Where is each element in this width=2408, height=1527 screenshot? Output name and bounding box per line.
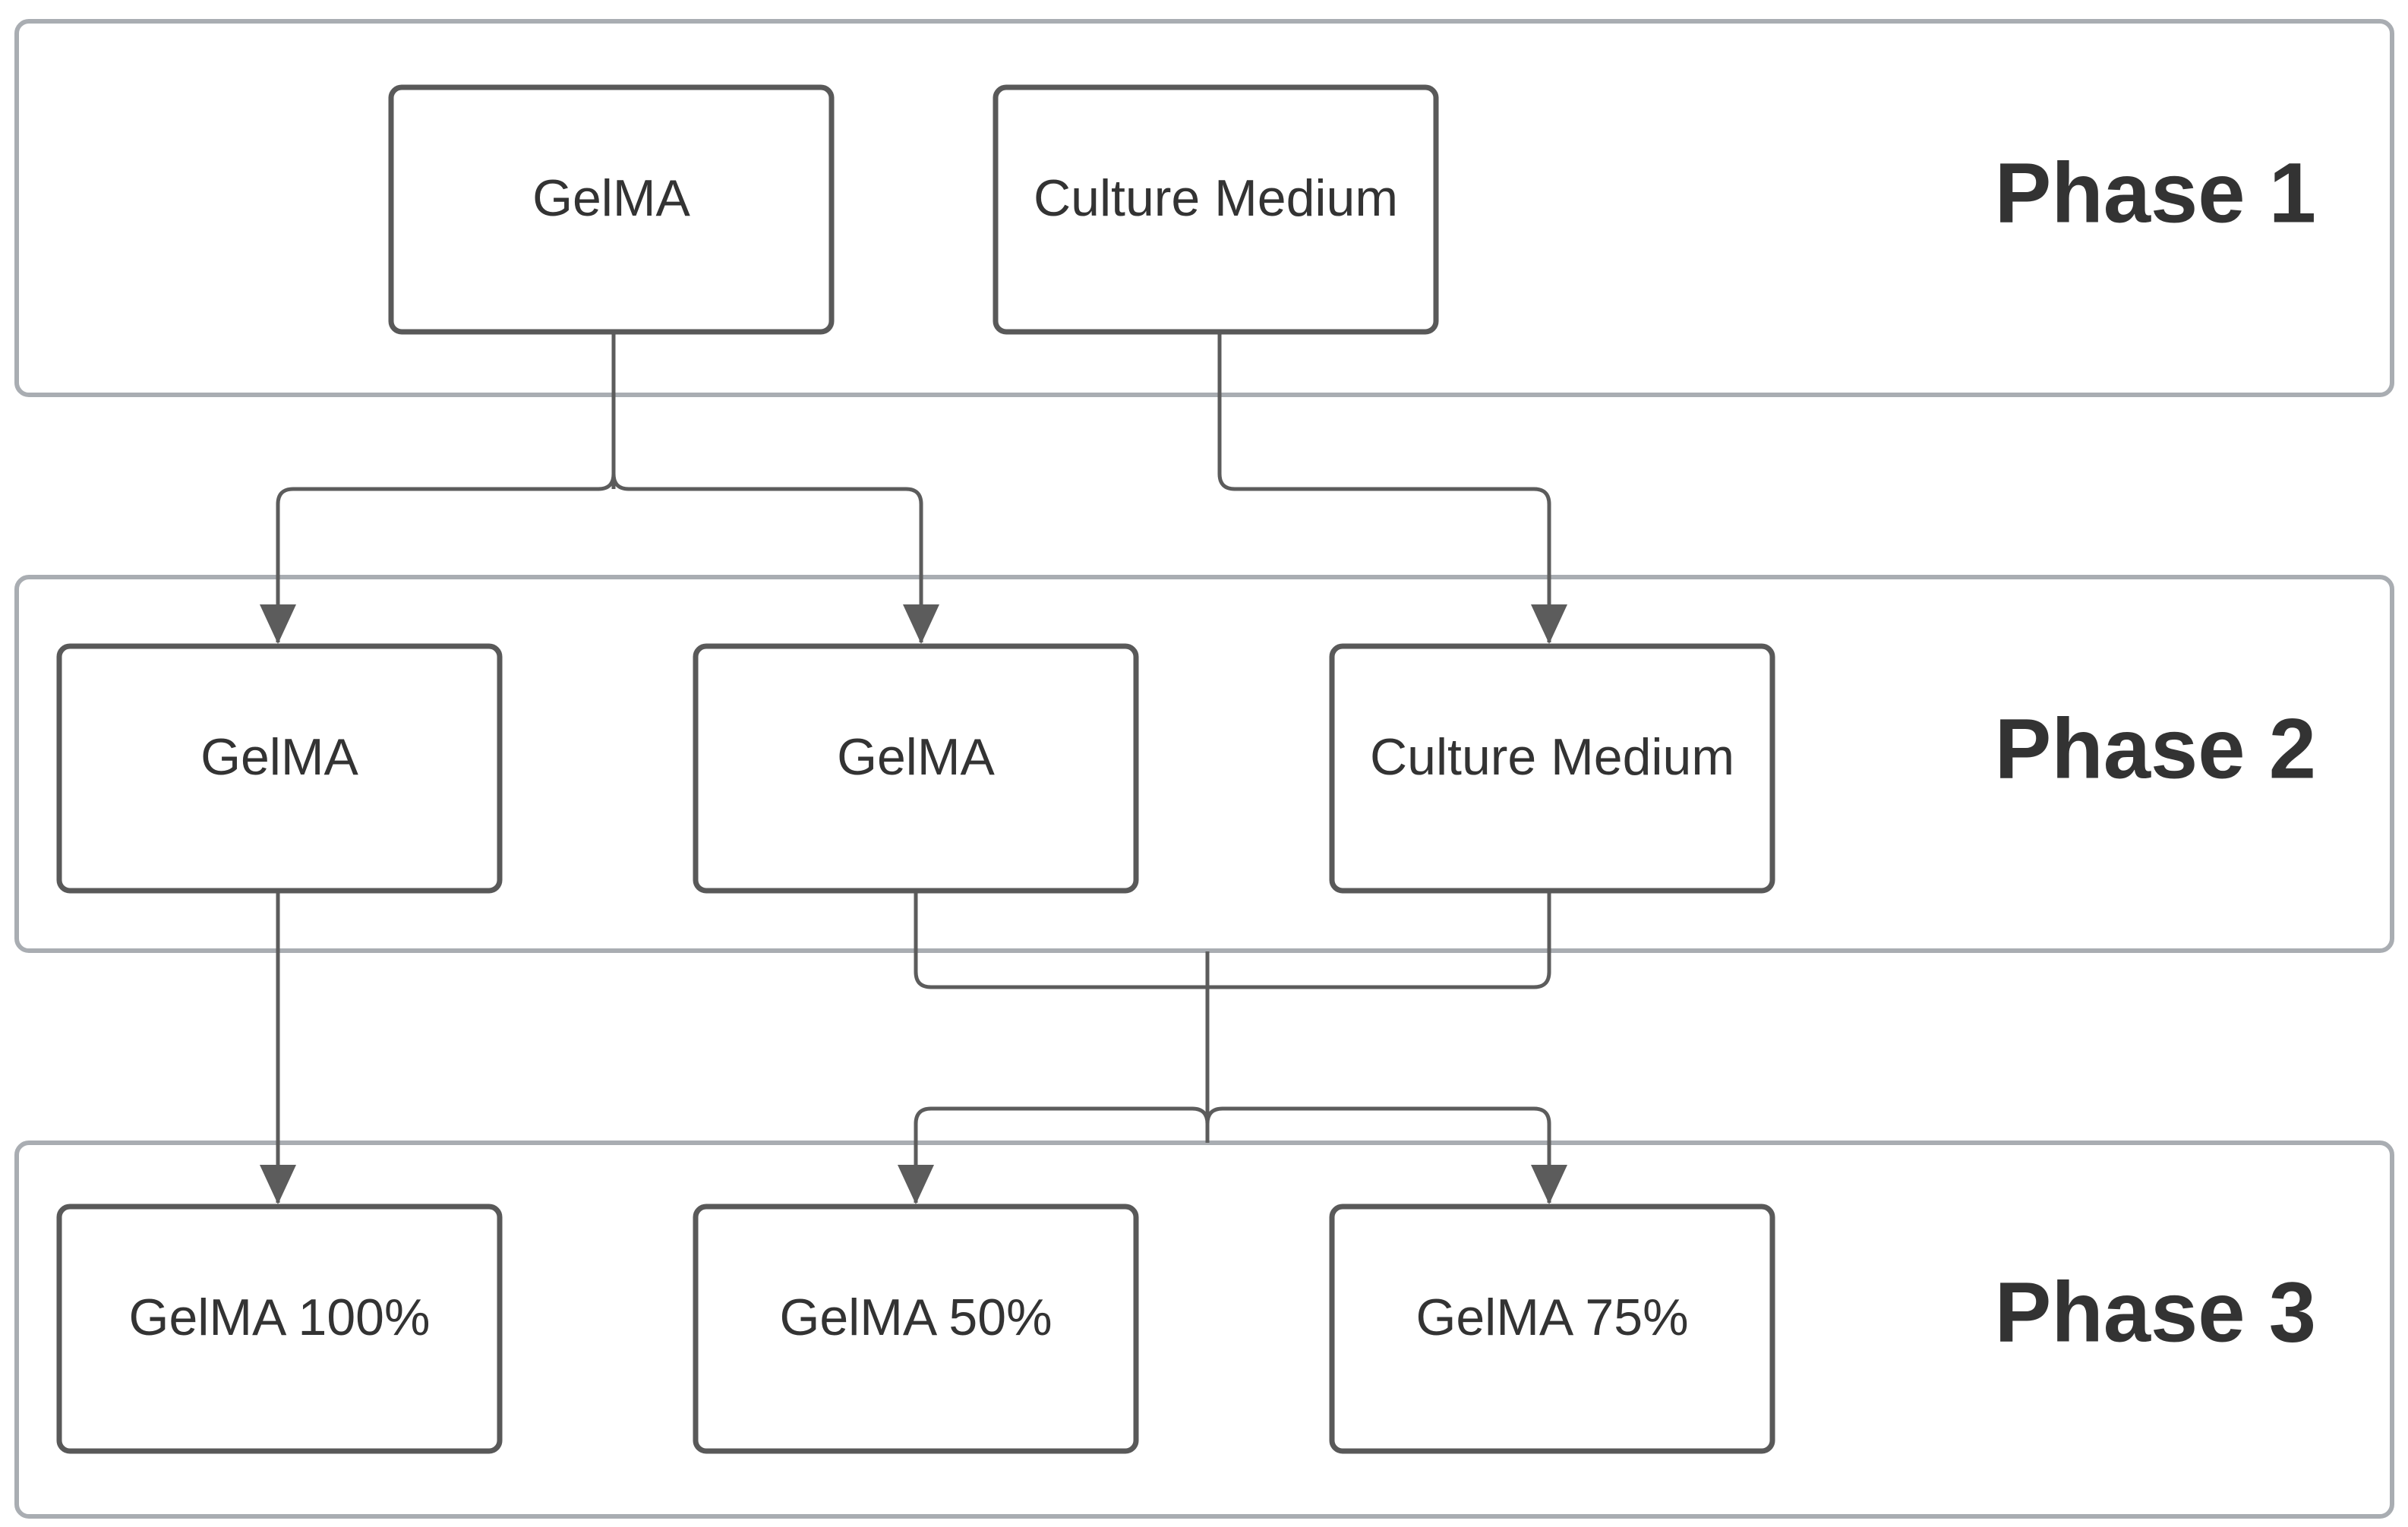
edge-p1-gelma-to-p2-gelma-a bbox=[260, 473, 616, 644]
node-p2-gelma-a-label: GelMA bbox=[200, 728, 358, 786]
node-p3-gelma-100-label: GelMA 100% bbox=[129, 1289, 431, 1346]
phase-1-label: Phase 1 bbox=[1995, 146, 2316, 241]
phase-2-panel bbox=[14, 575, 2394, 953]
node-p3-gelma-100: GelMA 100% bbox=[56, 1204, 503, 1454]
node-p1-medium: Culture Medium bbox=[993, 84, 1439, 335]
node-p1-gelma-label: GelMA bbox=[532, 169, 690, 227]
edge-p2-merge bbox=[914, 891, 1551, 989]
node-p3-gelma-75: GelMA 75% bbox=[1329, 1204, 1775, 1454]
edge-merge-to-p3-gelma-50 bbox=[898, 1106, 1210, 1204]
phase-3-label: Phase 3 bbox=[1995, 1265, 2316, 1360]
node-p3-gelma-50-label: GelMA 50% bbox=[779, 1289, 1052, 1346]
node-p2-medium: Culture Medium bbox=[1329, 643, 1775, 894]
node-p1-gelma: GelMA bbox=[388, 84, 835, 335]
node-p3-gelma-75-label: GelMA 75% bbox=[1415, 1289, 1688, 1346]
edge-p1-gelma-to-p2-gelma-b bbox=[611, 473, 939, 644]
node-p2-gelma-b-label: GelMA bbox=[837, 728, 995, 786]
node-p1-medium-label: Culture Medium bbox=[1034, 169, 1398, 227]
edge-merge-to-p3-gelma-75 bbox=[1205, 1106, 1567, 1204]
edge-p1-medium-to-p2-medium bbox=[1217, 332, 1567, 644]
node-p2-gelma-a: GelMA bbox=[56, 643, 503, 894]
node-p2-gelma-b: GelMA bbox=[693, 643, 1139, 894]
phase-2-label: Phase 2 bbox=[1995, 702, 2316, 797]
phase-3-panel bbox=[14, 1141, 2394, 1519]
connectors bbox=[260, 332, 1567, 1204]
node-p3-gelma-50: GelMA 50% bbox=[693, 1204, 1139, 1454]
node-p2-medium-label: Culture Medium bbox=[1370, 728, 1734, 786]
